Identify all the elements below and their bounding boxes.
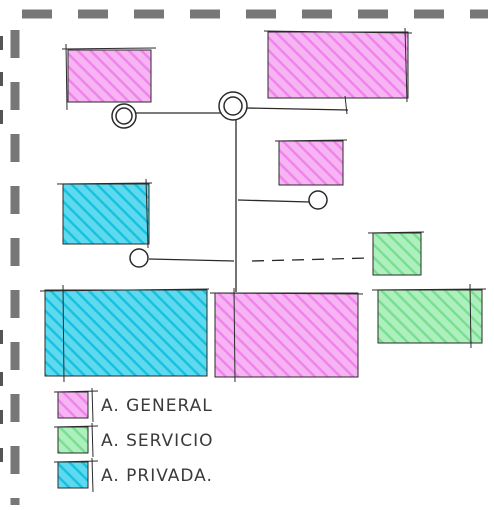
legend-label-privada: A. PRIVADA. xyxy=(101,466,213,486)
sketch-overshoots xyxy=(39,27,487,383)
zone-general-middle xyxy=(278,140,344,186)
zone-general-bottom xyxy=(214,292,359,378)
legend-swatches xyxy=(53,387,99,493)
edge-marks xyxy=(0,36,3,462)
node-circles xyxy=(111,91,328,268)
zone-privada-bottom xyxy=(44,289,208,377)
zone-servicio-small xyxy=(372,232,422,276)
zone-privada-left xyxy=(62,183,150,245)
legend-label-general: A. GENERAL xyxy=(101,396,213,416)
connector-lines xyxy=(130,107,371,292)
zone-general-top-left xyxy=(67,49,152,103)
zone-servicio-bottom xyxy=(377,289,483,344)
zone-general-top-right xyxy=(267,31,409,99)
dashed-frame xyxy=(10,9,488,505)
legend-label-servicio: A. SERVICIO xyxy=(101,431,214,451)
